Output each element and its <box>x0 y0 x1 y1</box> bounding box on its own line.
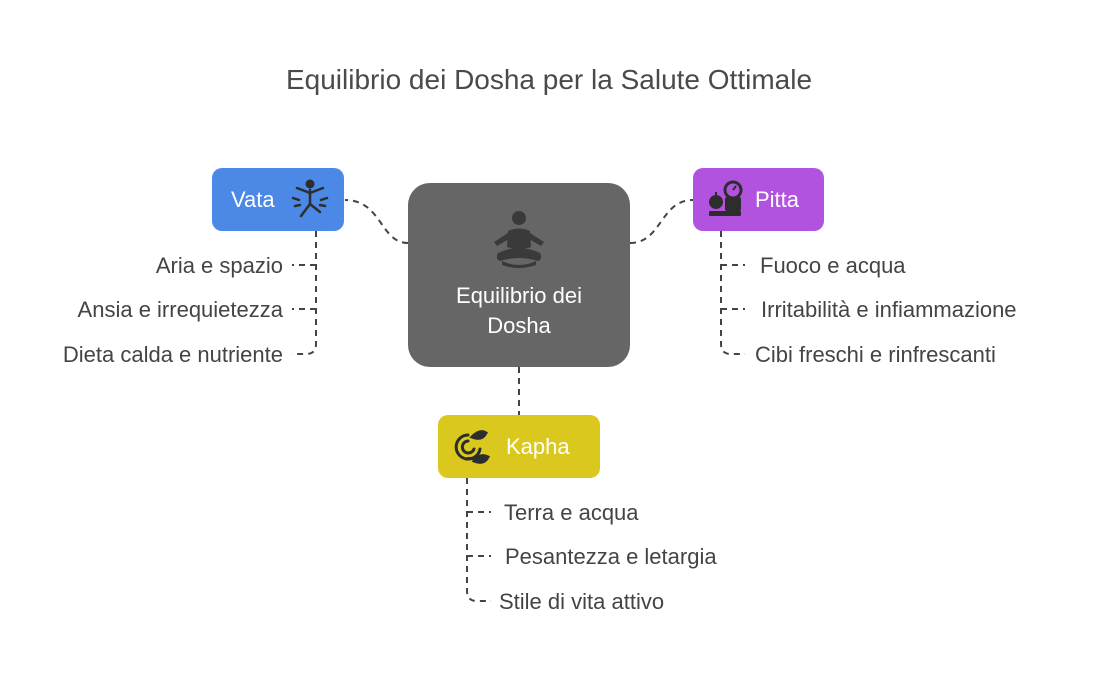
pitta-item-2: Irritabilità e infiammazione <box>761 297 1017 322</box>
leaf-spiral-icon <box>454 430 490 464</box>
pitta-item-3: Cibi freschi e rinfrescanti <box>755 342 996 367</box>
connector-vata-items <box>292 231 317 355</box>
connector-center-vata <box>344 199 409 244</box>
vata-item-2: Ansia e irrequietezza <box>77 297 283 322</box>
center-label-line1: Equilibrio dei <box>456 283 582 308</box>
center-label: Equilibrio dei Dosha <box>408 281 630 341</box>
kapha-item-3: Stile di vita attivo <box>499 589 665 614</box>
kapha-label: Kapha <box>506 433 570 459</box>
kapha-item-1: Terra e acqua <box>504 500 639 525</box>
vata-node: Vata <box>212 168 344 231</box>
diagram-title: Equilibrio dei Dosha per la Salute Ottim… <box>285 64 813 95</box>
connector-kapha-items <box>466 478 491 602</box>
vata-label: Vata <box>231 186 275 212</box>
kapha-item-2: Pesantezza e letargia <box>505 544 717 569</box>
pitta-label: Pitta <box>755 186 800 212</box>
connector-center-pitta <box>629 199 694 244</box>
center-label-line2: Dosha <box>487 313 551 338</box>
kapha-node: Kapha <box>438 415 600 478</box>
scale-apple-icon <box>709 180 743 216</box>
pitta-item-1: Fuoco e acqua <box>760 253 906 278</box>
connector-pitta-items <box>720 231 745 355</box>
center-node: Equilibrio dei Dosha <box>408 183 630 367</box>
meditation-icon <box>494 211 544 268</box>
vata-item-1: Aria e spazio <box>155 253 283 278</box>
pitta-node: Pitta <box>693 168 824 231</box>
dancing-figure-icon <box>291 179 329 218</box>
vata-item-3: Dieta calda e nutriente <box>62 342 283 367</box>
